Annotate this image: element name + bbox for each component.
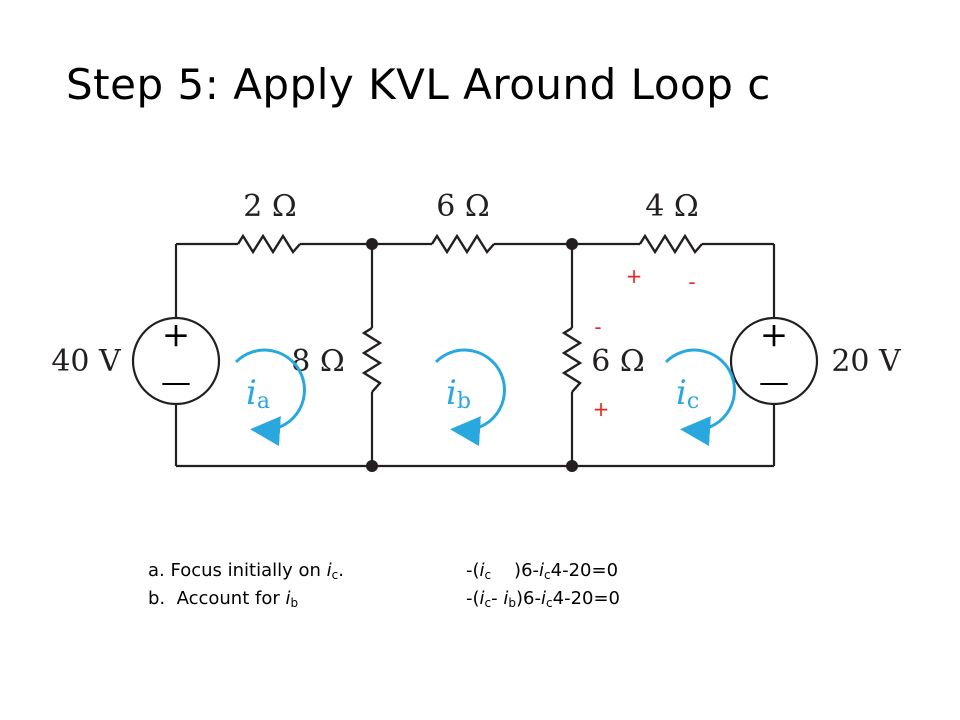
node-top-right [566, 238, 578, 250]
mesh-label-b: ib [446, 373, 471, 414]
circuit-wires [174, 242, 776, 468]
voltage-source-right: + — [729, 315, 819, 406]
resistor-6-ohm-right [561, 326, 583, 393]
voltage-source-left: + — [131, 315, 221, 406]
polarity-4-ohm-plus: + [626, 264, 643, 288]
resistor-8-ohm [361, 326, 383, 393]
node-top-left [366, 238, 378, 250]
source-left-plus: + [162, 315, 191, 355]
resistor-4-ohm [638, 233, 703, 255]
note-b-text: b. Account for ib [148, 588, 299, 610]
mesh-arrow-a [234, 348, 306, 447]
mesh-label-a: ia [246, 373, 270, 414]
label-r-top-mid: 6 Ω [436, 189, 490, 224]
label-r-mid-right: 6 Ω [591, 344, 645, 379]
polarity-4-ohm-minus: - [688, 270, 695, 294]
source-right-minus: — [759, 365, 789, 400]
note-a-equation: -(ic )6-ic4-20=0 [466, 560, 619, 582]
label-source-right: 20 V [831, 344, 902, 379]
polarity-6-ohm-plus: + [593, 397, 610, 421]
polarity-6-ohm-minus: - [594, 315, 601, 339]
label-source-left: 40 V [51, 344, 122, 379]
resistor-2-ohm [236, 233, 301, 255]
mesh-arrow-b [434, 348, 506, 447]
mesh-label-c: ic [676, 373, 699, 414]
mesh-arrow-c [664, 348, 736, 447]
resistor-6-ohm-top [430, 233, 495, 255]
label-r-top-right: 4 Ω [645, 189, 699, 224]
source-left-minus: — [161, 365, 191, 400]
source-right-plus: + [760, 315, 789, 355]
label-r-mid-left: 8 Ω [291, 344, 345, 379]
node-bottom-left [366, 460, 378, 472]
note-a-text: a. Focus initially on ic. [148, 560, 344, 582]
slide-title: Step 5: Apply KVL Around Loop c [66, 60, 771, 109]
note-b-equation: -(ic- ib)6-ic4-20=0 [466, 588, 621, 610]
label-r-top-left: 2 Ω [243, 189, 297, 224]
node-bottom-right [566, 460, 578, 472]
